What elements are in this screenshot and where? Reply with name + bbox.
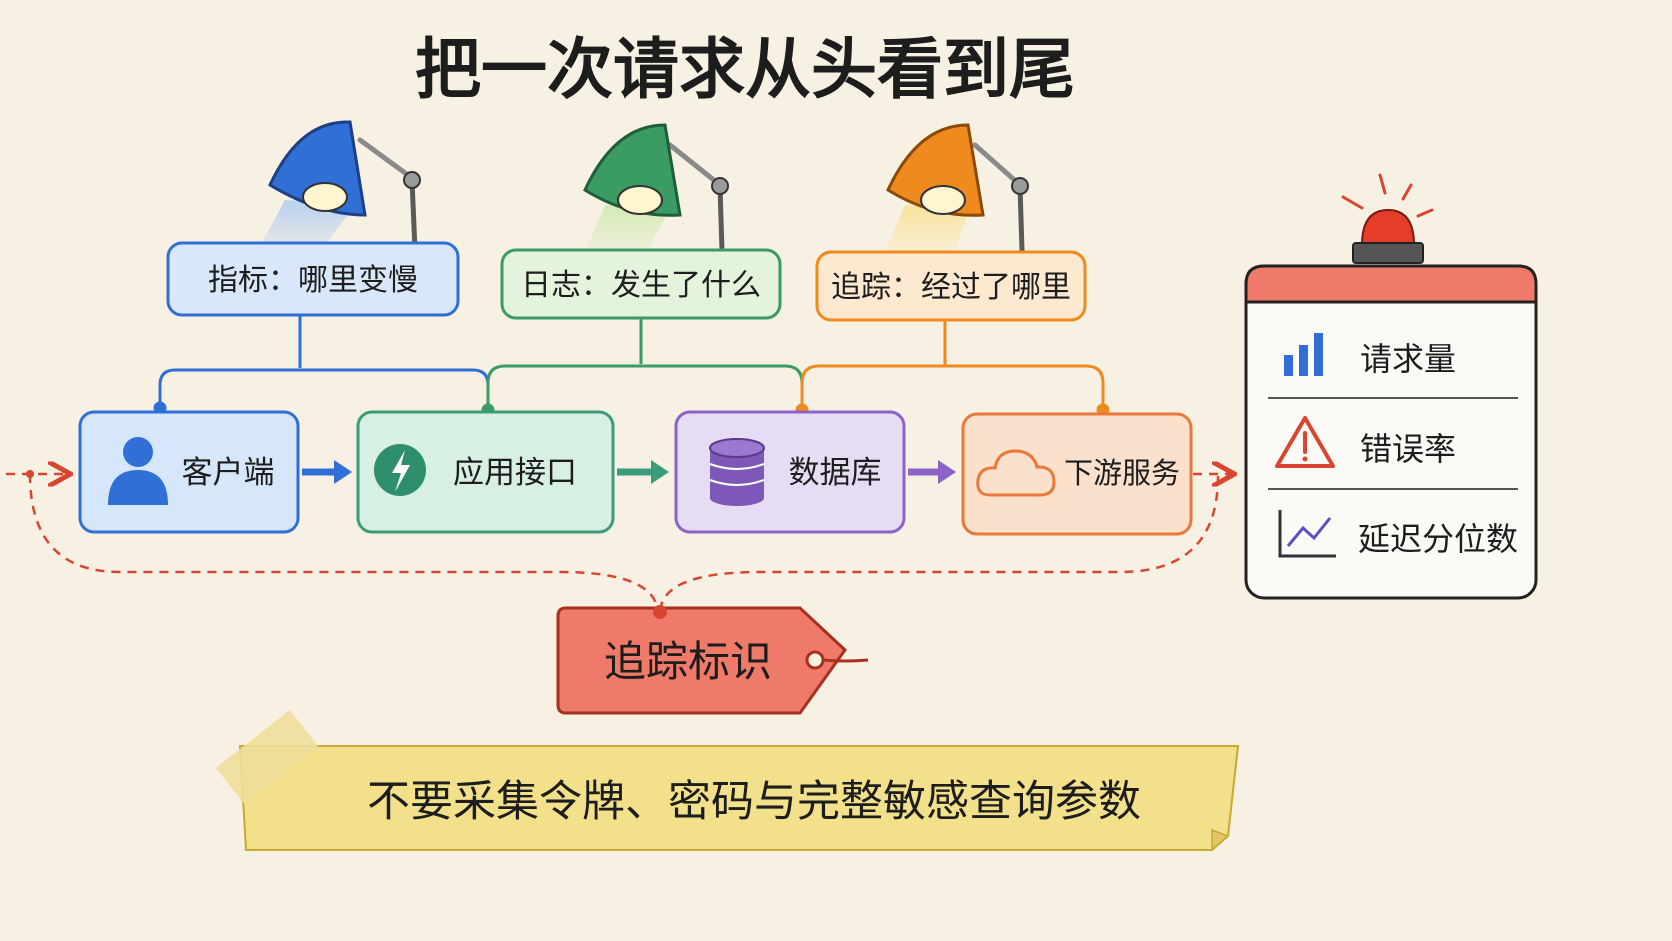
metrics-label-box: 指标：哪里变慢 — [166, 241, 460, 317]
error-rate-label: 错误率 — [1360, 430, 1456, 468]
client-node: 客户端 — [78, 410, 300, 534]
page-title: 把一次请求从头看到尾 — [415, 31, 1075, 108]
traces-label-box: 追踪：经过了哪里 — [815, 250, 1087, 322]
database-node: 数据库 — [674, 410, 906, 534]
bar-chart-icon — [1284, 333, 1323, 376]
trace-id-tag: 追踪标识 — [556, 605, 869, 715]
latency-percentile-label: 延迟分位数 — [1358, 520, 1518, 558]
logs-lamp-icon — [580, 123, 729, 265]
downstream-node: 下游服务 — [961, 412, 1193, 536]
warning-icon — [1275, 416, 1335, 468]
trace-tag-label: 追踪标识 — [604, 637, 772, 686]
database-label: 数据库 — [789, 455, 882, 491]
warning-note-text: 不要采集令牌、密码与完整敏感查询参数 — [367, 777, 1141, 827]
logs-label: 日志：发生了什么 — [521, 268, 761, 303]
database-icon — [709, 438, 765, 506]
user-icon — [108, 437, 168, 505]
tape-decoration — [215, 709, 319, 805]
warning-note: 不要采集令牌、密码与完整敏感查询参数 — [215, 709, 1240, 852]
downstream-label: 下游服务 — [1064, 456, 1180, 490]
cloud-icon — [976, 449, 1056, 497]
flow-arrow-api-db — [617, 460, 669, 484]
flow-arrow-client-api — [302, 460, 352, 484]
traces-lamp-icon — [880, 123, 1029, 265]
api-node: 应用接口 — [356, 410, 615, 534]
logs-label-box: 日志：发生了什么 — [500, 248, 782, 320]
traces-connector — [795, 320, 1110, 417]
lightning-icon — [374, 444, 426, 496]
metrics-connector — [153, 316, 490, 415]
flow-arrow-db-downstream — [908, 460, 956, 484]
metrics-label: 指标：哪里变慢 — [208, 263, 418, 298]
api-label: 应用接口 — [453, 455, 577, 491]
line-chart-icon — [1278, 510, 1336, 558]
logs-connector — [481, 318, 804, 417]
alert-panel: 请求量 错误率 延迟分位数 — [1244, 173, 1538, 600]
request-volume-label: 请求量 — [1360, 340, 1456, 378]
traces-label: 追踪：经过了哪里 — [831, 270, 1071, 305]
trace-loop — [6, 470, 1232, 613]
client-label: 客户端 — [182, 455, 275, 491]
siren-icon — [1341, 173, 1434, 264]
